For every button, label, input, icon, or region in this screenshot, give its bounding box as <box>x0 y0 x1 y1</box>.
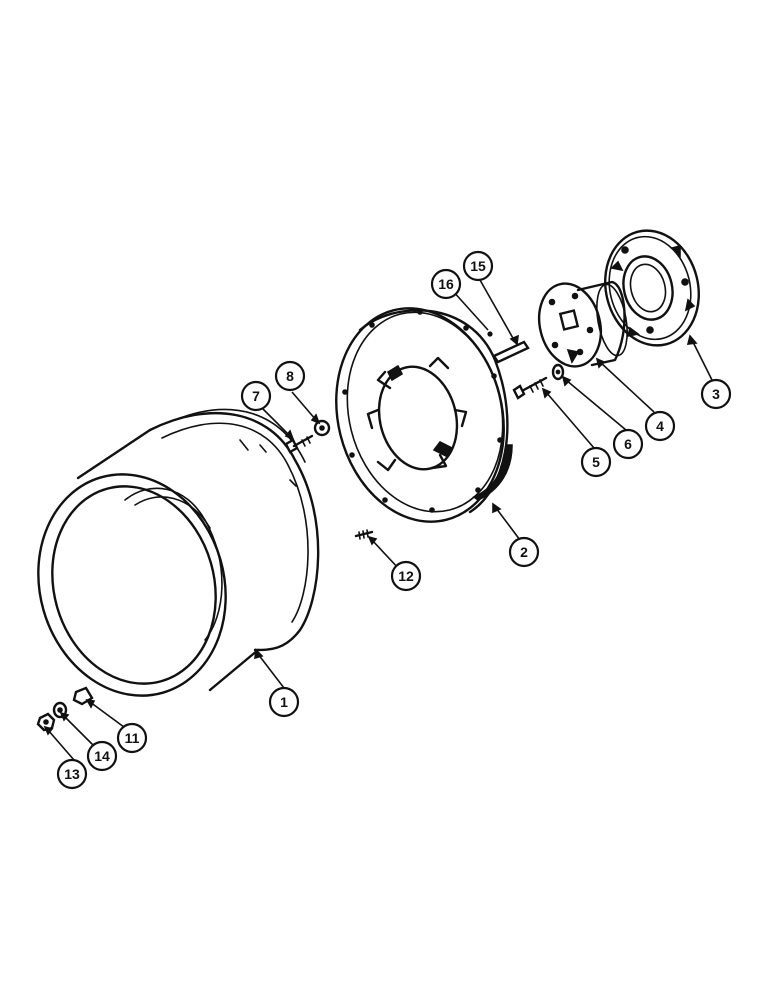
svg-text:7: 7 <box>252 388 260 404</box>
svg-text:13: 13 <box>64 766 80 782</box>
svg-text:3: 3 <box>712 386 720 402</box>
leader-lines <box>43 279 713 761</box>
svg-text:2: 2 <box>520 544 528 560</box>
callout-7: 7 <box>240 380 272 412</box>
svg-text:5: 5 <box>592 454 600 470</box>
callout-1: 1 <box>268 686 300 718</box>
svg-text:15: 15 <box>470 258 486 274</box>
svg-text:8: 8 <box>286 368 294 384</box>
rim-drawing <box>37 408 320 697</box>
washer-rim-drawing <box>313 419 331 437</box>
callout-6: 6 <box>612 428 644 460</box>
nut-drawing <box>36 712 56 732</box>
svg-text:12: 12 <box>398 568 414 584</box>
svg-text:6: 6 <box>624 436 632 452</box>
callout-11: 11 <box>116 722 148 754</box>
key-drawing <box>492 340 530 364</box>
hub-drawing <box>537 280 628 368</box>
callout-2: 2 <box>508 536 540 568</box>
washer-hub-drawing <box>551 363 565 381</box>
svg-text:16: 16 <box>438 276 454 292</box>
callout-4: 4 <box>644 410 676 442</box>
svg-text:14: 14 <box>94 748 110 764</box>
stud-drawing <box>354 529 374 540</box>
callout-15: 15 <box>462 250 494 282</box>
bolt-rim-drawing <box>284 434 314 454</box>
callout-14: 14 <box>86 740 118 772</box>
callout-8: 8 <box>274 360 306 392</box>
callout-5: 5 <box>580 446 612 478</box>
wheel-disc-drawing <box>335 307 513 523</box>
bolt-hub-drawing <box>512 376 548 400</box>
callout-13: 13 <box>56 758 88 790</box>
svg-text:11: 11 <box>125 730 140 746</box>
svg-text:4: 4 <box>656 418 664 434</box>
callout-16: 16 <box>430 268 462 300</box>
pin-drawing <box>487 331 493 337</box>
svg-text:1: 1 <box>280 694 288 710</box>
callout-3: 3 <box>700 378 732 410</box>
callout-12: 12 <box>390 560 422 592</box>
hub-flange-drawing <box>604 229 700 347</box>
